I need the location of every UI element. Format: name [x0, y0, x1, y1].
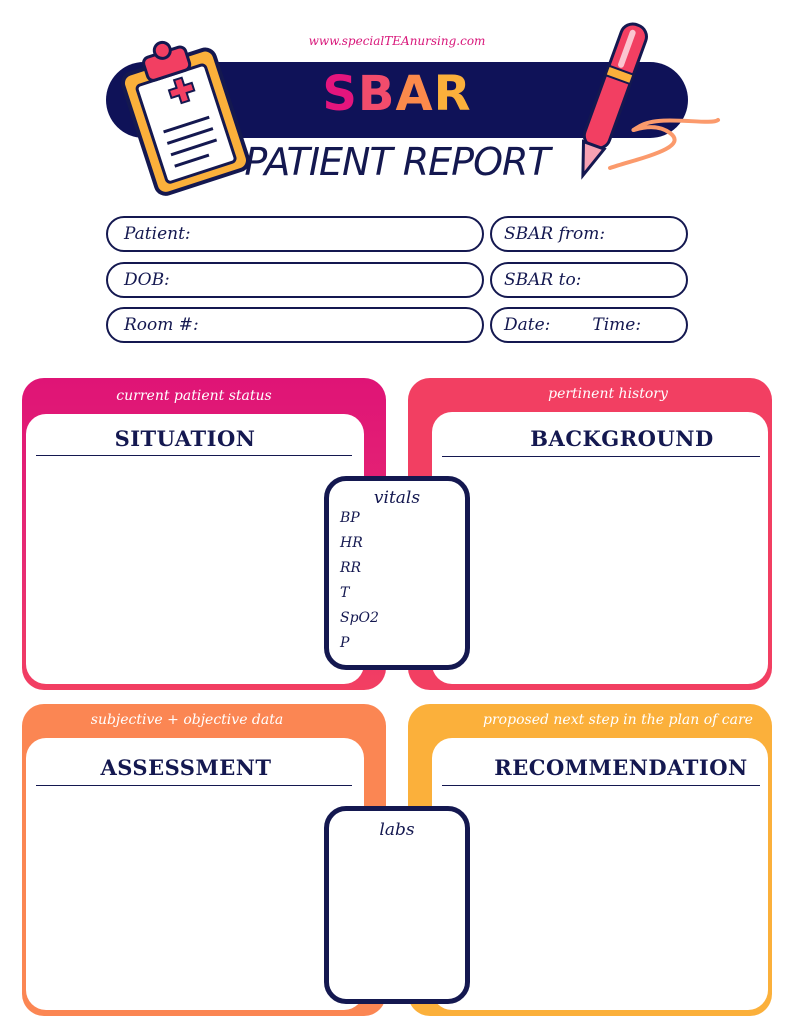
labs-box[interactable]	[324, 806, 470, 1004]
page-subtitle: PATIENT REPORT	[244, 140, 550, 184]
vital-p: P	[340, 635, 350, 651]
sbar-from-field[interactable]: SBAR from:	[490, 216, 688, 252]
pen-icon	[581, 22, 720, 180]
background-area[interactable]	[432, 412, 768, 684]
vital-spo2: SpO2	[340, 610, 379, 626]
title-letter-s: S	[322, 66, 358, 122]
background-divider	[442, 456, 760, 457]
situation-area[interactable]	[26, 414, 364, 684]
vital-rr: RR	[340, 560, 362, 576]
room-field[interactable]: Room #:	[106, 307, 484, 343]
vital-hr: HR	[340, 535, 363, 551]
sbar-to-label: SBAR to:	[504, 270, 582, 290]
date-label: Date:	[504, 315, 551, 335]
title-letter-b: B	[357, 66, 396, 122]
labs-title: labs	[379, 820, 415, 840]
vital-t: T	[340, 585, 350, 601]
situation-divider	[36, 455, 352, 456]
recommendation-tag: proposed next step in the plan of care	[483, 712, 753, 728]
assessment-tag: subjective + objective data	[90, 712, 284, 728]
clipboard-icon	[120, 40, 250, 196]
vitals-box[interactable]	[324, 476, 470, 670]
situation-heading: SITUATION	[114, 426, 256, 451]
room-label: Room #:	[124, 315, 199, 335]
patient-label: Patient:	[124, 224, 191, 244]
time-label: Time:	[592, 315, 642, 335]
dob-label: DOB:	[124, 270, 170, 290]
recommendation-divider	[442, 785, 760, 786]
title-letter-r: R	[433, 66, 472, 122]
sbar-title: SBAR	[106, 66, 688, 122]
sbar-from-label: SBAR from:	[504, 224, 606, 244]
website-url: www.specialTEAnursing.com	[308, 34, 486, 48]
sbar-to-field[interactable]: SBAR to:	[490, 262, 688, 298]
vitals-title: vitals	[373, 488, 421, 508]
title-letter-a: A	[395, 66, 434, 122]
assessment-heading: ASSESSMENT	[100, 755, 272, 780]
situation-tag: current patient status	[116, 388, 272, 404]
vital-bp: BP	[340, 510, 360, 526]
recommendation-heading: RECOMMENDATION	[494, 755, 748, 780]
assessment-area[interactable]	[26, 738, 364, 1010]
patient-field[interactable]: Patient:	[106, 216, 484, 252]
recommendation-area[interactable]	[432, 738, 768, 1010]
date-time-field[interactable]: Date: Time:	[490, 307, 688, 343]
background-tag: pertinent history	[548, 386, 668, 402]
dob-field[interactable]: DOB:	[106, 262, 484, 298]
background-heading: BACKGROUND	[530, 426, 714, 451]
assessment-divider	[36, 785, 352, 786]
